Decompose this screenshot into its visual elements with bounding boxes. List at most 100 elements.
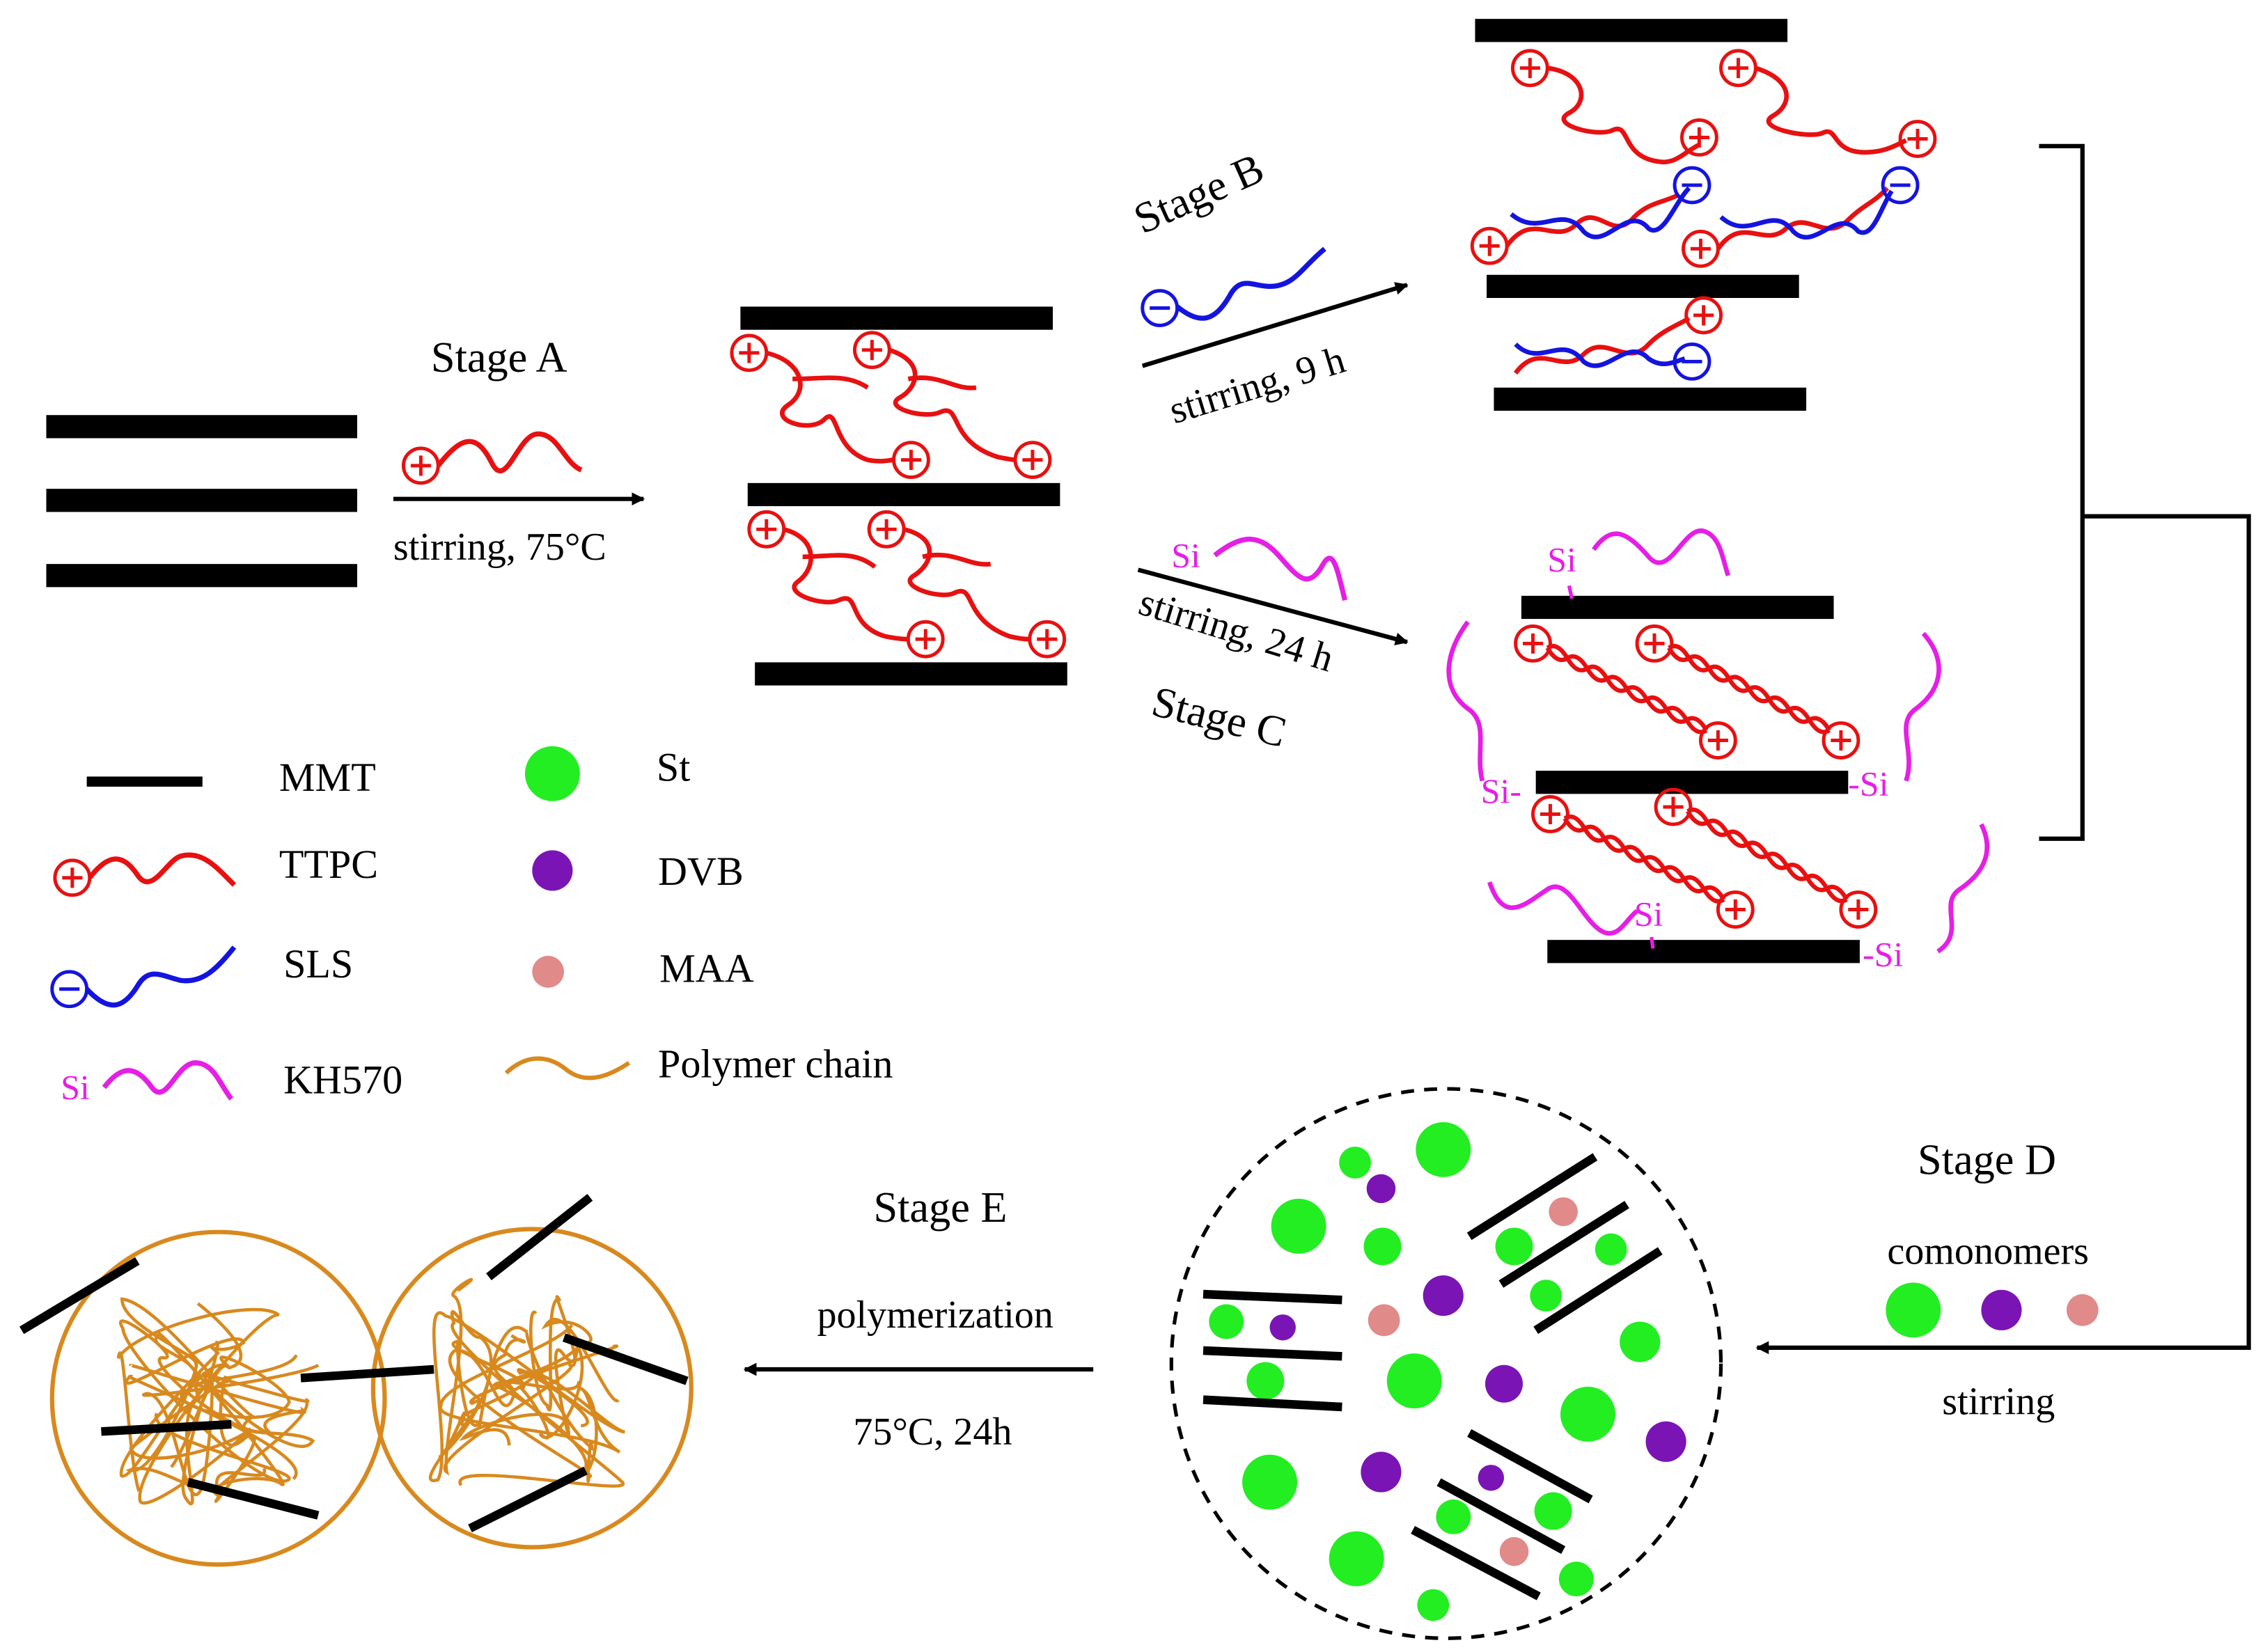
plus-sign bbox=[739, 343, 760, 363]
bracket bbox=[2039, 143, 2085, 841]
st-monomer bbox=[1560, 1386, 1615, 1442]
dashed-boundary bbox=[1169, 1087, 1723, 1640]
kh570-tail bbox=[1567, 585, 1574, 599]
maa-monomer-icon bbox=[2066, 1294, 2099, 1326]
composite-particles bbox=[19, 1193, 694, 1567]
plus-sign bbox=[1540, 803, 1560, 824]
stage-d-condition: stirring bbox=[1942, 1380, 2055, 1423]
plus-sign bbox=[1725, 899, 1746, 920]
polymer-chain bbox=[448, 1329, 594, 1484]
stage-e-polymerization: polymerization bbox=[817, 1293, 1053, 1337]
si-symbol: -Si bbox=[1863, 936, 1903, 974]
clay-layer bbox=[486, 1193, 593, 1280]
dvb-swatch bbox=[532, 850, 573, 891]
clay-layer bbox=[1547, 940, 1860, 963]
cation-icon bbox=[1635, 624, 1674, 663]
si-symbol: Si bbox=[1634, 895, 1663, 933]
clay-layer bbox=[740, 306, 1053, 330]
plus-sign bbox=[915, 629, 936, 650]
polymer-chain bbox=[438, 1310, 625, 1488]
plus-sign bbox=[1689, 127, 1709, 148]
legend-item-mmt: MMT bbox=[86, 755, 376, 800]
plus-sign bbox=[1693, 305, 1714, 326]
cation-icon bbox=[1839, 890, 1878, 929]
embedded-clay-platelets bbox=[19, 1193, 689, 1533]
si-symbol: Si bbox=[61, 1069, 90, 1107]
st-monomer-icon bbox=[1886, 1282, 1941, 1338]
sls-chain bbox=[1514, 343, 1686, 368]
st-monomer bbox=[1209, 1304, 1244, 1339]
kh570-tail bbox=[1936, 823, 1989, 954]
st-monomer bbox=[1339, 1147, 1371, 1179]
stage-b-arrow-group: Stage B stirring, 9 h bbox=[1127, 144, 1409, 432]
plus-sign bbox=[1907, 128, 1928, 150]
plus-sign bbox=[1831, 730, 1851, 751]
legend-item-kh570: Si KH570 bbox=[61, 1057, 402, 1106]
clay-layer bbox=[1494, 387, 1807, 411]
anion-icon bbox=[1673, 166, 1711, 205]
ttpc-intercalated-mmt bbox=[730, 306, 1067, 686]
st-monomer bbox=[1595, 1233, 1627, 1266]
dvb-monomer-icon bbox=[1981, 1289, 2022, 1330]
clay-layer bbox=[1475, 19, 1788, 42]
maa-monomer bbox=[1549, 1197, 1578, 1227]
stage-a-arrow-group: Stage A stirring, 75°C bbox=[393, 333, 645, 569]
plus-sign bbox=[861, 340, 882, 361]
maa-monomer bbox=[1368, 1304, 1400, 1337]
sls-reagent-icon bbox=[1141, 246, 1326, 327]
legend-item-ttpc: TTPC bbox=[53, 842, 378, 897]
clay-layer bbox=[300, 1364, 434, 1383]
cation-icon bbox=[1822, 721, 1861, 760]
legend: MMT TTPC SLS Si KH570 St DVB bbox=[50, 745, 893, 1107]
clay-layer bbox=[1203, 1395, 1342, 1412]
plus-sign bbox=[62, 867, 83, 888]
legend-label-maa: MAA bbox=[659, 945, 754, 991]
dvb-monomer bbox=[1366, 1174, 1396, 1204]
polymer-chain bbox=[439, 1323, 621, 1477]
stage-a-condition: stirring, 75°C bbox=[393, 526, 606, 569]
cation-icon bbox=[1716, 890, 1755, 929]
ttpc-chain bbox=[1562, 817, 1725, 904]
ttpc-chain bbox=[1716, 186, 1889, 251]
legend-item-polymer: Polymer chain bbox=[504, 1041, 893, 1086]
plus-sign bbox=[876, 519, 897, 540]
st-monomer bbox=[1416, 1122, 1471, 1177]
sls-chain bbox=[1510, 186, 1691, 239]
legend-label-st: St bbox=[657, 745, 690, 790]
ttpc-sls-chains bbox=[1470, 49, 1937, 381]
polymer-chain-tangles bbox=[116, 1277, 626, 1506]
stage-b-label: Stage B bbox=[1127, 144, 1271, 244]
plus-sign bbox=[1690, 238, 1711, 259]
dvb-monomer bbox=[1361, 1452, 1402, 1493]
ttpc-tail bbox=[436, 431, 583, 473]
ttpc-chain bbox=[1546, 65, 1700, 165]
clay-layer bbox=[187, 1477, 320, 1520]
ttpc-chain bbox=[1667, 646, 1831, 734]
polymer-chain bbox=[459, 1317, 620, 1446]
sls-chain bbox=[1719, 189, 1894, 239]
clay-layer bbox=[19, 1257, 140, 1335]
cation-icon bbox=[1531, 795, 1569, 833]
st-monomer bbox=[1329, 1531, 1384, 1587]
si-symbol: -Si bbox=[1848, 764, 1888, 803]
particle-left bbox=[49, 1229, 387, 1567]
st-monomer bbox=[1534, 1492, 1572, 1530]
cation-icon bbox=[1028, 620, 1067, 659]
ttpc-reagent-icon bbox=[401, 431, 583, 485]
stage-d-connector: Stage D comonomers stirring bbox=[1755, 143, 2251, 1423]
clay-layer bbox=[1466, 1153, 1598, 1241]
dvb-monomer bbox=[1269, 1314, 1296, 1341]
cation-icon bbox=[906, 620, 945, 659]
clay-layer bbox=[1498, 1200, 1629, 1288]
clay-layer bbox=[562, 1333, 689, 1385]
plus-sign bbox=[1523, 633, 1544, 654]
plus-sign bbox=[1519, 58, 1540, 79]
plus-sign bbox=[1728, 58, 1748, 79]
stage-c-arrow bbox=[1137, 567, 1409, 645]
stage-a-label: Stage A bbox=[431, 333, 567, 381]
particle-right bbox=[370, 1227, 694, 1550]
clay-layer bbox=[1203, 1289, 1342, 1305]
polymer-chain bbox=[428, 1311, 626, 1483]
polymer-chain bbox=[119, 1319, 306, 1483]
ttpc-kh570-mmt: Si Si- -Si Si -Si bbox=[1446, 528, 1989, 974]
